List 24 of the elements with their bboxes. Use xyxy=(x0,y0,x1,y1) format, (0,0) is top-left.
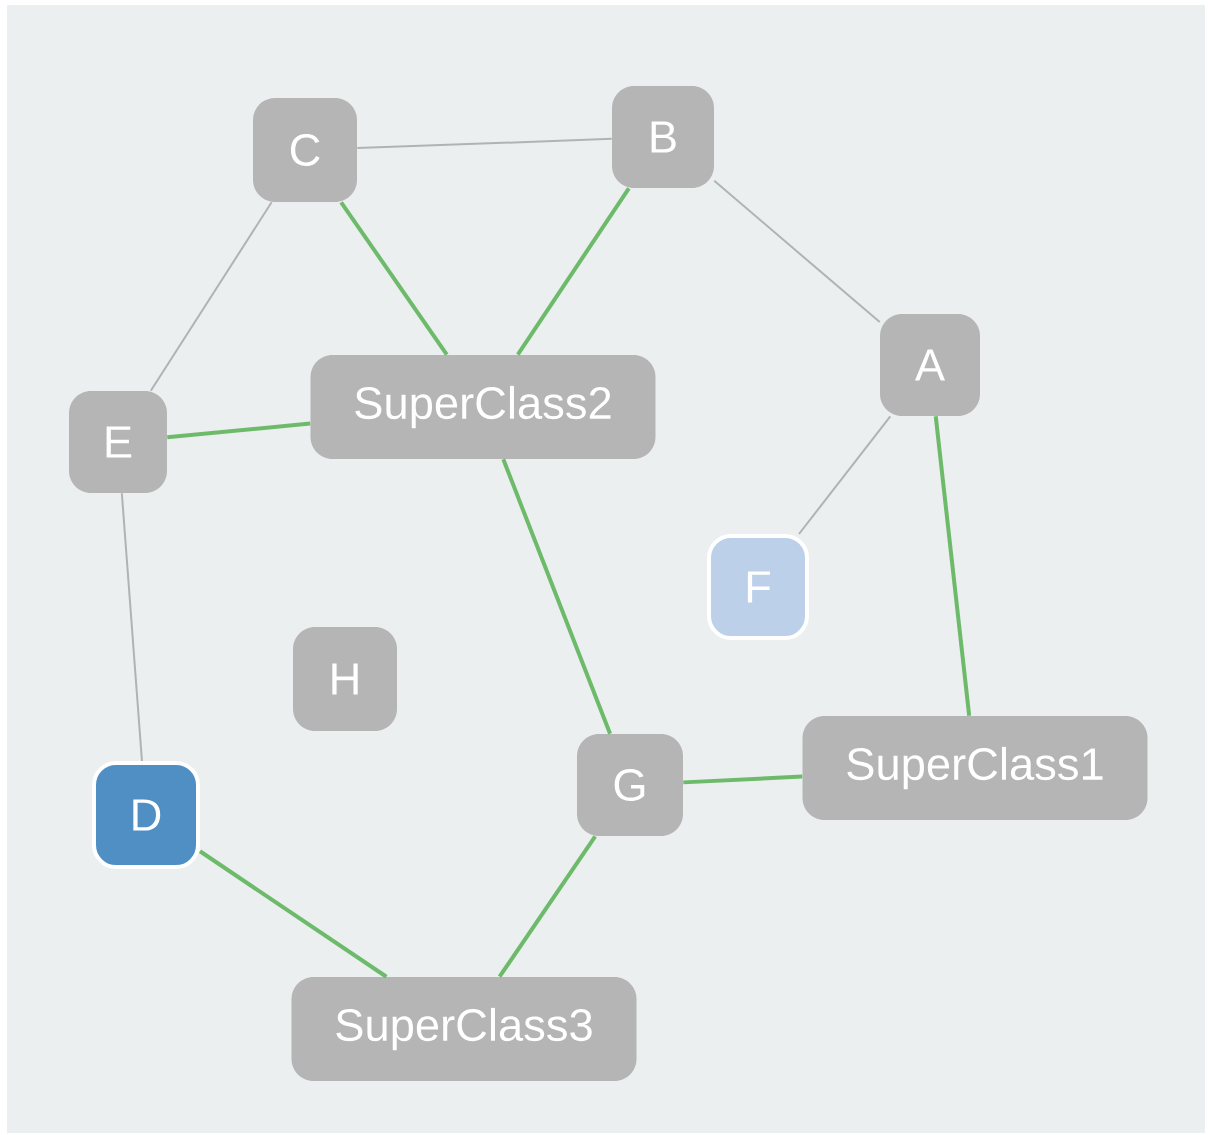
connector-line xyxy=(167,421,311,440)
connector-line xyxy=(339,201,449,356)
class-box: SuperClass1 xyxy=(802,716,1148,820)
connector-line xyxy=(356,137,613,150)
connector-line xyxy=(501,458,612,735)
node-box: A xyxy=(880,314,980,416)
connector-line xyxy=(516,187,631,356)
connector-line xyxy=(149,201,273,392)
node-box: C xyxy=(253,98,357,202)
node-box: H xyxy=(293,627,397,731)
connector-line xyxy=(798,415,892,535)
node-box: E xyxy=(69,391,167,493)
connector-line xyxy=(683,774,803,785)
connector-line xyxy=(120,492,143,762)
class-box: SuperClass2 xyxy=(310,355,656,459)
node-box: B xyxy=(612,86,714,188)
class-box: SuperClass3 xyxy=(291,977,637,1081)
connector-line xyxy=(713,179,881,324)
connector-line xyxy=(497,835,597,978)
connector-line xyxy=(933,416,972,716)
node-box: F xyxy=(707,534,809,640)
connector-line xyxy=(198,849,388,979)
node-box: D xyxy=(92,761,200,869)
node-box: G xyxy=(577,734,683,836)
